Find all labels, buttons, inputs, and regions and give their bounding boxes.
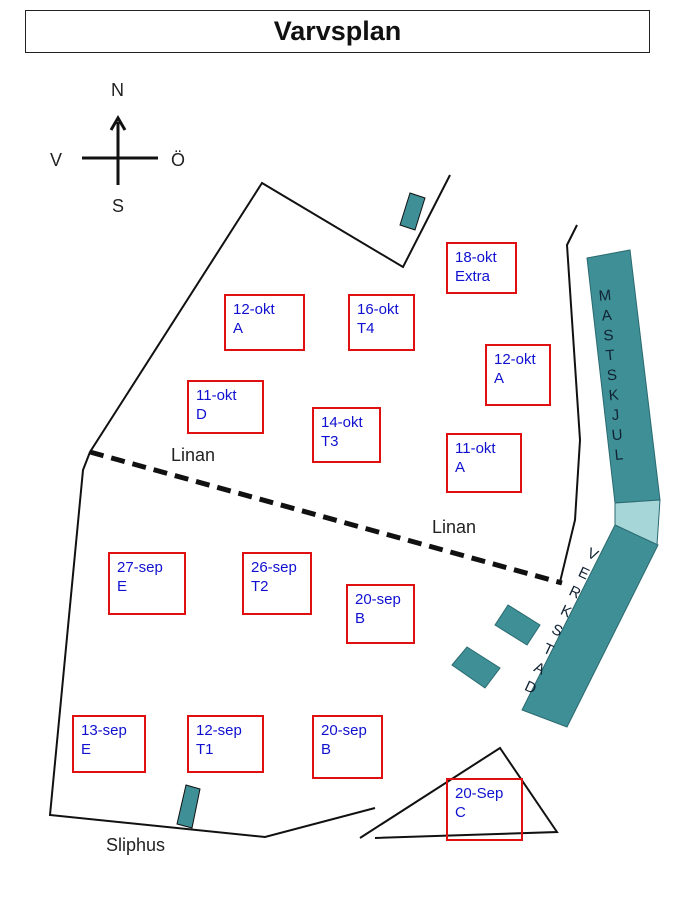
top-building <box>399 192 426 231</box>
slot-date: 12-okt <box>233 301 275 318</box>
slot-date: 20-sep <box>321 722 367 739</box>
dashed-line-linan <box>89 449 563 586</box>
sliphus-building <box>176 784 201 829</box>
small-building <box>494 604 541 646</box>
slot-group: Extra <box>455 268 491 285</box>
slot-group: E <box>81 741 92 758</box>
label-linan: Linan <box>171 445 216 465</box>
slot-date: 27-sep <box>117 559 163 576</box>
slot-date: 20-Sep <box>455 785 504 802</box>
slot-group: T2 <box>251 578 269 595</box>
slot-group: T3 <box>321 433 339 450</box>
buildings <box>176 192 661 829</box>
slot-group: B <box>321 741 332 758</box>
slot-date: 11-okt <box>455 440 496 457</box>
slot-date: 16-okt <box>357 301 399 318</box>
slot-date: 11-okt <box>196 387 237 404</box>
map-title: Varvsplan <box>25 10 650 53</box>
slot-date: 20-sep <box>355 591 401 608</box>
compass-west: V <box>50 150 63 170</box>
compass-icon <box>82 115 158 185</box>
slot-date: 12-sep <box>196 722 242 739</box>
slot-group: A <box>233 320 244 337</box>
slot-group: D <box>196 406 207 423</box>
slot-group: T1 <box>196 741 214 758</box>
yard-outline <box>48 174 582 839</box>
verkstad-building <box>521 524 659 728</box>
slot-date: 12-okt <box>494 351 536 368</box>
label-linan: Linan <box>432 517 477 537</box>
compass-south: S <box>112 196 125 216</box>
slot-date: 14-okt <box>321 414 363 431</box>
compass-east: Ö <box>171 150 186 170</box>
compass-north: N <box>111 80 124 100</box>
slot-group: B <box>355 610 366 627</box>
slot-group: A <box>494 370 505 387</box>
slot-date: 13-sep <box>81 722 127 739</box>
slot-group: T4 <box>357 320 375 337</box>
slot-date: 18-okt <box>455 249 497 266</box>
slot-group: A <box>455 459 466 476</box>
slot-group: E <box>117 578 128 595</box>
small-building <box>451 646 501 689</box>
slot-date: 26-sep <box>251 559 297 576</box>
label-sliphus: Sliphus <box>106 835 166 855</box>
slot-group: C <box>455 804 466 821</box>
